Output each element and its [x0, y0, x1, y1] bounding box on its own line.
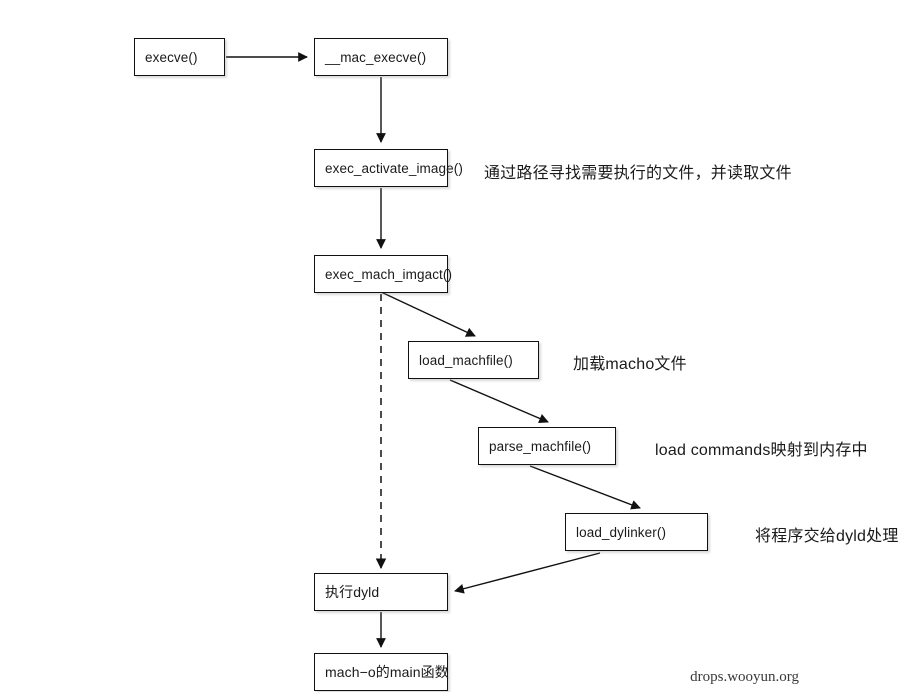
edge-parse-machfile-to-load-dylinker [529, 465, 641, 510]
note-handoff-dyld: 将程序交给dyld处理 [755, 528, 899, 545]
node-label: exec_mach_imgact() [325, 266, 453, 282]
node-exec_activate_image[interactable]: exec_activate_image() [314, 149, 463, 187]
edge-mach-imgact-to-load-machfile [380, 291, 476, 337]
node-label: load_dylinker() [576, 524, 667, 540]
node-label: parse_machfile() [489, 438, 592, 454]
note-load-commands: load commands映射到内存中 [655, 442, 868, 459]
note-read-file: 通过路径寻找需要执行的文件，并读取文件 [484, 165, 792, 182]
node-execve[interactable]: execve() [134, 38, 225, 76]
node-load_dylinker[interactable]: load_dylinker() [565, 513, 708, 551]
note-load-macho: 加载macho文件 [573, 356, 687, 373]
node-label: exec_activate_image() [325, 160, 463, 176]
watermark: drops.wooyun.org [690, 669, 799, 685]
edge-load-dylinker-to-exec-dyld [454, 552, 601, 594]
node-label: 执行dyld [325, 584, 380, 600]
node-label: load_machfile() [419, 352, 513, 368]
node-label: execve() [145, 49, 198, 65]
node-label: __mac_execve() [325, 49, 427, 65]
edge-load-machfile-to-parse-machfile [449, 379, 549, 424]
node-load_machfile[interactable]: load_machfile() [408, 341, 539, 379]
node-label: mach−o的main函数 [325, 664, 449, 680]
node-parse_machfile[interactable]: parse_machfile() [478, 427, 616, 465]
node-mach_o_main[interactable]: mach−o的main函数 [314, 653, 449, 691]
node-exec_dyld[interactable]: 执行dyld [314, 573, 448, 611]
node-exec_mach_imgact[interactable]: exec_mach_imgact() [314, 255, 452, 293]
node-mac_execve[interactable]: __mac_execve() [314, 38, 448, 76]
